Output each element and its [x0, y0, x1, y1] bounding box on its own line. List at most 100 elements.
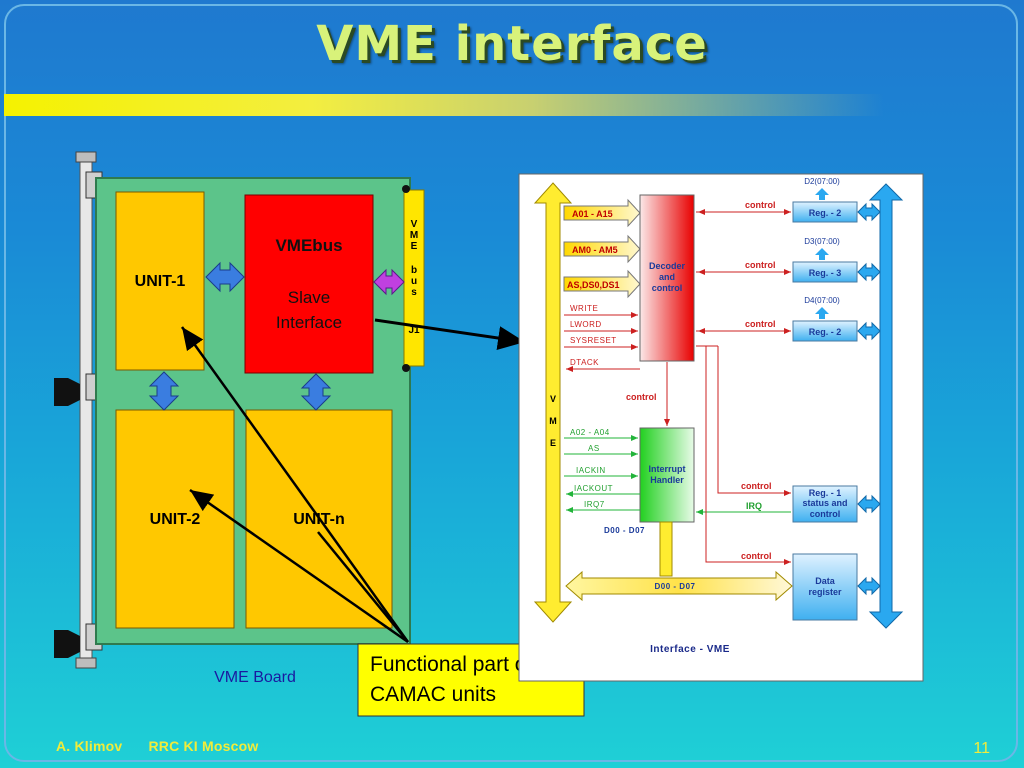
vme-board-group: V M E b u s J1 UNIT-1 UNIT-2 UNIT-n VMEb…: [54, 151, 425, 686]
unit-2-label: UNIT-2: [150, 511, 201, 528]
data-register-box: [792, 553, 858, 621]
input-label-am: AM0 - AM5: [572, 245, 618, 255]
unit-1-label: UNIT-1: [135, 273, 186, 290]
data-bus-arrow-label: D00 - D07: [655, 582, 696, 591]
connector-char: J1: [408, 325, 420, 336]
rail-cap-bottom: [75, 657, 97, 669]
connector-char: E: [411, 241, 418, 252]
vme-bus-arrow-icon: [533, 182, 573, 623]
vmebus-connector-double-arrow-icon: [373, 268, 405, 296]
data-register-line1: Data: [815, 576, 836, 586]
reg-name: Reg. - 2: [809, 327, 842, 337]
decoder-label-line1: Decoder: [649, 261, 686, 271]
vme-interface-schematic: V M E A01 - A15 AM0 - AM5 AS,DS0,DS1 WRI…: [518, 173, 924, 682]
rail-cap-top: [75, 151, 97, 163]
irq-label: IRQ: [746, 501, 762, 511]
signal-label-dtack: DTACK: [570, 358, 599, 367]
vme-letter: E: [550, 438, 556, 448]
int-label-iackin: IACKIN: [576, 466, 606, 475]
data-register-bus-double-arrow-icon: [857, 576, 881, 596]
reg-control-label: control: [745, 260, 776, 270]
input-label-a01: A01 - A15: [572, 209, 613, 219]
reg-up-arrow-icon: [815, 307, 829, 319]
reg-up-arrow-icon: [815, 188, 829, 200]
reg-bus-label: D3(07:00): [804, 237, 840, 246]
reg-bus-double-arrow-icon: [857, 321, 881, 341]
input-arrow-as: [563, 269, 641, 299]
status-label-line3: control: [810, 509, 841, 519]
footer-left: A. Klimov RRC KI Moscow: [56, 738, 280, 754]
internal-bus-arrow-icon: [868, 183, 904, 629]
reg-name: Reg. - 3: [809, 268, 842, 278]
slide-frame: [4, 4, 1018, 762]
vme-letter: V: [550, 394, 556, 404]
status-bus-double-arrow-icon: [857, 494, 881, 514]
interrupt-data-stub: [659, 521, 673, 577]
zoom-arrow-to-schematic: [374, 318, 526, 350]
connector-char: u: [411, 276, 417, 287]
signal-label-lword: LWORD: [570, 320, 602, 329]
reg-bus-double-arrow-icon: [857, 262, 881, 282]
vme-letter: M: [549, 416, 557, 426]
int-label-irq7: IRQ7: [584, 500, 605, 509]
reg-bus-label: D4(07:00): [804, 296, 840, 305]
vmebus-label-line3: Interface: [276, 313, 342, 332]
register-2: D3(07:00) Reg. - 3 control: [696, 237, 881, 283]
control-label-decoder-int: control: [626, 392, 657, 402]
status-label-line2: status and: [802, 498, 847, 508]
data-register-line2: register: [808, 587, 842, 597]
unit1-vmebus-double-arrow-icon: [205, 261, 245, 293]
input-arrow-a01: [563, 198, 641, 228]
footer-organization: RRC KI Moscow: [148, 738, 259, 754]
interrupt-handler-block: [639, 427, 695, 523]
signal-label-write: WRITE: [570, 304, 598, 313]
unit1-unit2-double-arrow-icon: [148, 371, 180, 411]
reg-box: [792, 201, 858, 223]
unit-2-block: [115, 409, 235, 629]
vmebus-slave-interface-block: [244, 194, 374, 374]
interrupt-label-line1: Interrupt: [649, 464, 686, 474]
d-bus-label: D00 - D07: [604, 526, 645, 535]
data-bus-arrow-icon: [565, 570, 793, 602]
connector-char: b: [411, 265, 417, 276]
title-underline-bar: [4, 94, 884, 116]
front-panel-rail: [79, 151, 93, 669]
register-3: D4(07:00) Reg. - 2 control: [696, 296, 881, 342]
int-label-as: AS: [588, 444, 600, 453]
slide-title: VME interface: [316, 16, 708, 72]
handle-upper-icon: [54, 378, 80, 406]
reg-control-label: control: [745, 200, 776, 210]
data-register-control-label: control: [741, 551, 772, 561]
status-control-line: [717, 346, 791, 496]
decoder-control-block: [639, 194, 695, 362]
connector-pin-bottom: [402, 364, 410, 372]
vmebus-label-line1: VMEbus: [275, 236, 342, 255]
reg-box: [792, 261, 858, 283]
register-1: D2(07:00) Reg. - 2 control: [696, 177, 881, 223]
reg-name: Reg. - 2: [809, 208, 842, 218]
reg-box: [792, 320, 858, 342]
callout-arrow-unit1: [180, 326, 410, 643]
input-arrow-am: [563, 234, 641, 264]
connector-pin-top: [402, 185, 410, 193]
reg-control-label: control: [745, 319, 776, 329]
decoder-label-line3: control: [652, 283, 683, 293]
connector-char: M: [410, 230, 418, 241]
reg-bus-label: D2(07:00): [804, 177, 840, 186]
interrupt-label-line2: Handler: [650, 475, 684, 485]
signal-label-sysreset: SYSRESET: [570, 336, 617, 345]
page-number: 11: [973, 740, 990, 757]
connector-char: V: [411, 219, 418, 230]
schematic-caption: Interface - VME: [650, 644, 730, 655]
reg-bus-double-arrow-icon: [857, 202, 881, 222]
input-label-as: AS,DS0,DS1: [567, 280, 620, 290]
reg-up-arrow-icon: [815, 248, 829, 260]
callout-line1: Functional part of: [370, 653, 532, 676]
vmebus-unitn-double-arrow-icon: [300, 373, 332, 411]
status-control-register-box: [792, 485, 858, 523]
callout-arrow-unitn: [317, 531, 409, 643]
connector-char: s: [411, 287, 417, 298]
int-label-a02: A02 - A04: [570, 428, 610, 437]
callout-line2: CAMAC units: [370, 683, 496, 706]
